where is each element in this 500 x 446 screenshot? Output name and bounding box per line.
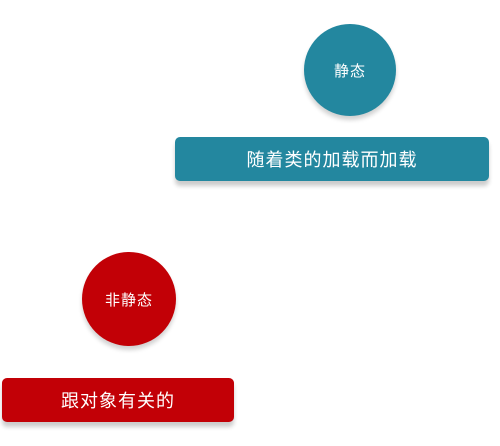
nonstatic-description-bar: 跟对象有关的 (2, 378, 234, 422)
nonstatic-description-text: 跟对象有关的 (61, 391, 175, 412)
static-description-bar: 随着类的加载而加载 (175, 137, 489, 181)
static-circle: 静态 (304, 24, 396, 116)
nonstatic-circle-label: 非静态 (104, 290, 153, 309)
static-description-text: 随着类的加载而加载 (246, 150, 418, 171)
nonstatic-circle: 非静态 (82, 252, 176, 346)
static-circle-label: 静态 (333, 61, 366, 80)
